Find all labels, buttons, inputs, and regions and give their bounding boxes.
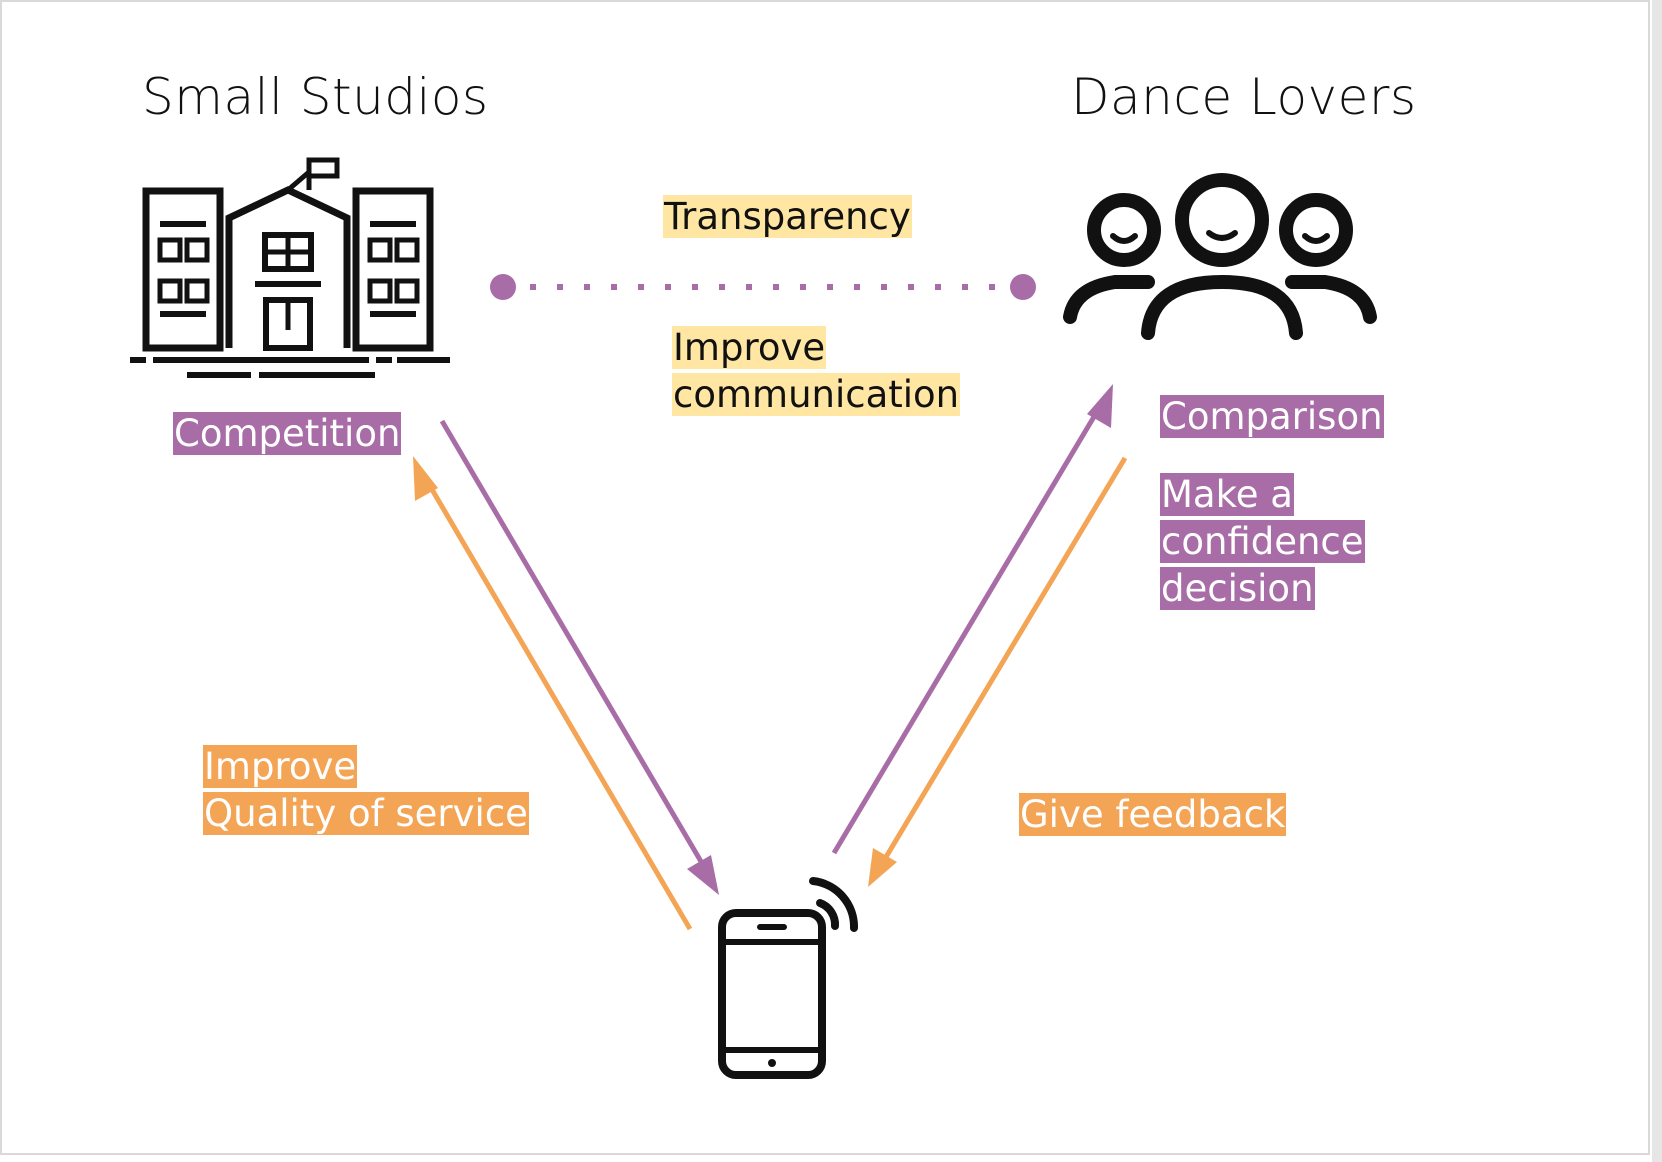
comparison-label: Comparison [1160, 395, 1384, 438]
group-of-people-icon [1063, 173, 1377, 340]
school-building-icon [130, 157, 450, 378]
dotted-connector [490, 274, 1036, 300]
give-feedback-label: Give feedback [1019, 793, 1287, 836]
arrow-dancers-to-phone [868, 456, 1128, 887]
smartphone-signal-icon [718, 877, 859, 1079]
arrow-phone-to-studio [413, 456, 693, 931]
improve-communication-label: Improve communication [672, 326, 961, 416]
dance-lovers-heading: Dance Lovers [1071, 68, 1417, 126]
confidence-decision-label: Make a confidence decision [1160, 473, 1365, 610]
competition-label: Competition [173, 412, 402, 455]
transparency-label: Transparency [663, 195, 912, 238]
improve-quality-label: Improve Quality of service [203, 745, 529, 835]
arrow-studio-to-phone [439, 419, 719, 895]
small-studios-heading: Small Studios [142, 68, 489, 126]
connector-end-dot [1010, 274, 1036, 300]
connector-start-dot [490, 274, 516, 300]
arrow-phone-to-dancers [831, 384, 1113, 855]
